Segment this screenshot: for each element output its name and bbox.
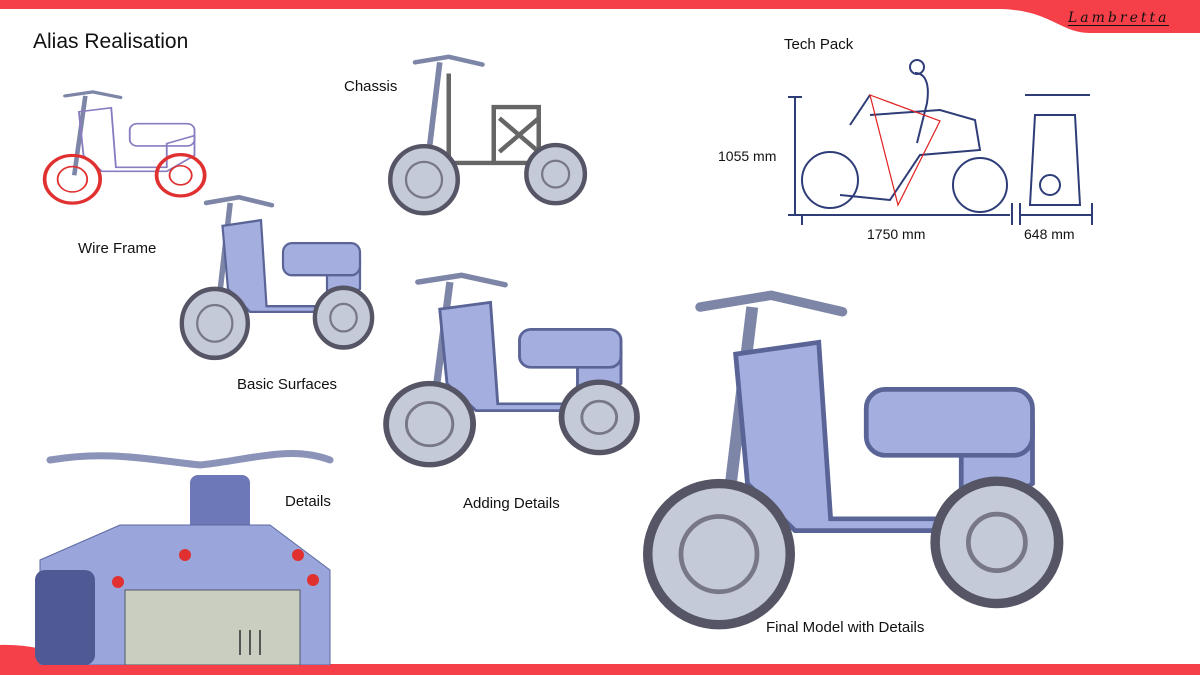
adding-details-label: Adding Details (463, 495, 560, 512)
tech-pack-dimension-drawing (788, 59, 1093, 225)
front-details-closeup-image (35, 450, 334, 665)
wire-frame-model-image (28, 80, 213, 215)
basic-surfaces-model-image (162, 180, 382, 375)
tech-pack-label: Tech Pack (784, 36, 854, 53)
lambretta-logo: Lambretta (1068, 10, 1170, 26)
slide-title: Alias Realisation (33, 30, 189, 53)
basic-surfaces-label: Basic Surfaces (237, 376, 338, 393)
final-model-image (605, 260, 1080, 660)
chassis-model-image (370, 40, 595, 230)
wire-frame-label: Wire Frame (78, 240, 157, 257)
adding-details-model-image (360, 255, 650, 485)
width-dimension: 648 mm (1024, 226, 1075, 242)
height-dimension: 1055 mm (718, 148, 777, 164)
final-model-label: Final Model with Details (766, 619, 925, 636)
top-accent-band (0, 0, 1200, 9)
details-label: Details (285, 493, 331, 510)
top-right-logo-swoosh (1000, 0, 1200, 33)
length-dimension: 1750 mm (867, 226, 926, 242)
chassis-label: Chassis (344, 78, 398, 95)
